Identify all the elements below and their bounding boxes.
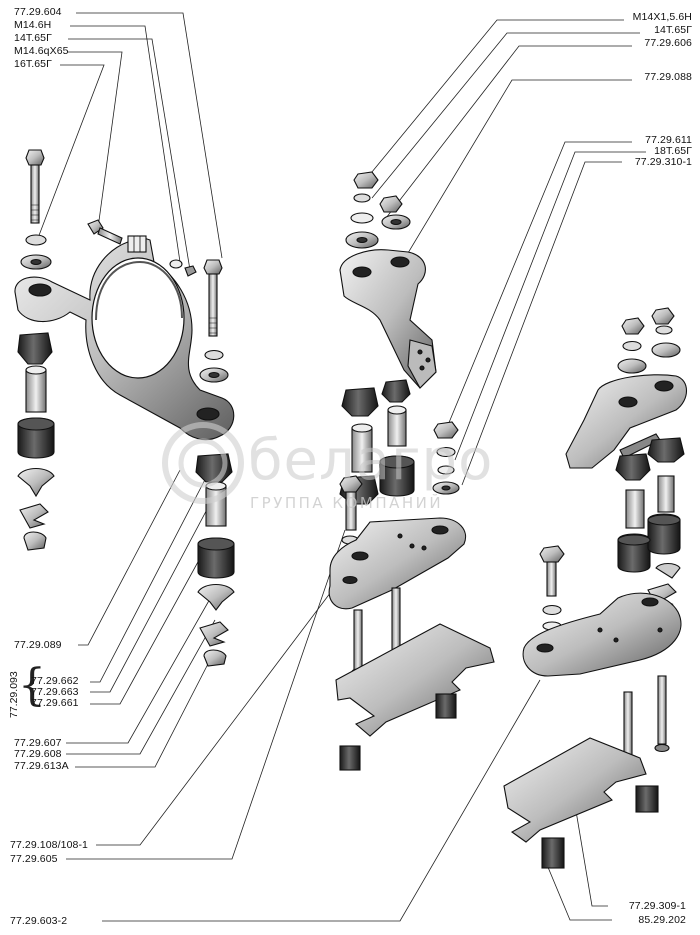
label-77-29-108-108-1: 77.29.108/108-1 xyxy=(10,839,88,851)
label-14t-65g-right: 14Т.65Г xyxy=(654,24,692,36)
bolt-long-left xyxy=(25,149,45,224)
label-77-29-089: 77.29.089 xyxy=(14,639,62,651)
label-77-29-607: 77.29.607 xyxy=(14,737,62,749)
label-77-29-663: 77.29.663 xyxy=(31,686,79,698)
plate-605 xyxy=(335,623,495,737)
label-77-29-606: 77.29.606 xyxy=(644,37,692,49)
label-16t-65g: 16Т.65Г xyxy=(14,58,52,70)
label-77-29-088: 77.29.088 xyxy=(644,71,692,83)
bracket-611 xyxy=(565,374,688,469)
label-14t-65g-left: 14Т.65Г xyxy=(14,32,52,44)
label-77-29-608: 77.29.608 xyxy=(14,748,62,760)
label-77-29-662: 77.29.662 xyxy=(31,675,79,687)
right-assembly xyxy=(503,307,688,869)
group-brace: { xyxy=(18,660,46,711)
bolt-short xyxy=(87,219,123,245)
label-77-29-604: 77.29.604 xyxy=(14,6,62,18)
plate-603-2 xyxy=(522,592,682,677)
center-assembly xyxy=(328,171,495,771)
plate-309-1 xyxy=(503,737,647,843)
label-77-29-613a: 77.29.613А xyxy=(14,760,69,772)
label-77-29-309-1: 77.29.309-1 xyxy=(628,900,686,912)
watermark-subtitle: ГРУППА КОМПАНИЙ xyxy=(250,494,444,512)
label-77-29-603-2: 77.29.603-2 xyxy=(10,915,68,927)
plate-108 xyxy=(328,517,466,610)
label-85-29-202: 85.29.202 xyxy=(638,914,686,926)
label-m14-6qx65: М14.6qХ65 xyxy=(14,45,69,57)
label-77-29-611: 77.29.611 xyxy=(645,134,692,146)
watermark-brand: белагро xyxy=(248,428,494,493)
label-77-29-661: 77.29.661 xyxy=(31,697,79,709)
label-18t-65g: 18Т.65Г xyxy=(654,145,692,157)
label-77-29-605: 77.29.605 xyxy=(10,853,58,865)
left-assembly xyxy=(14,149,235,667)
watermark-logo-icon xyxy=(162,422,244,504)
leader-lines xyxy=(37,12,646,922)
label-m14x1-5-6n: М14Х1,5.6Н xyxy=(632,11,692,23)
label-77-29-310-1: 77.29.310-1 xyxy=(634,156,692,168)
label-m14-6n: М14.6Н xyxy=(14,19,52,31)
